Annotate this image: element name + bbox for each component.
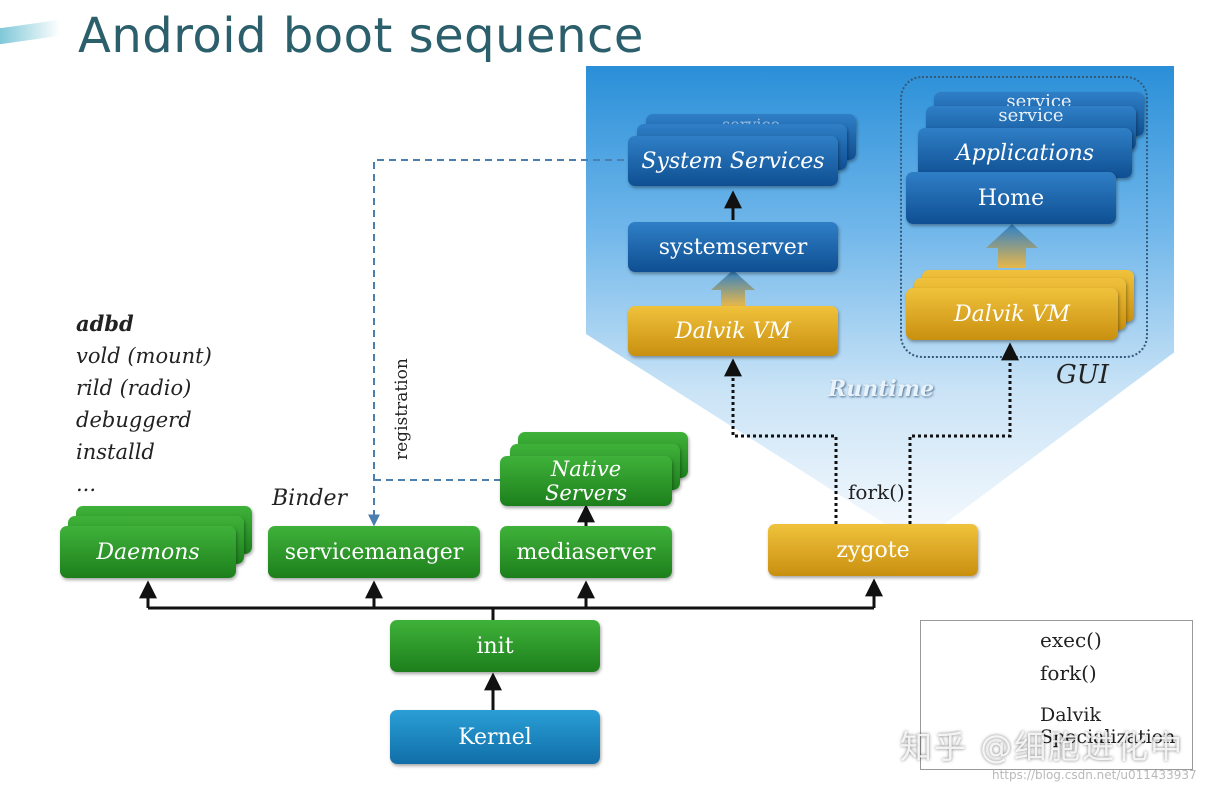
legend-dalvik-label: Dalvik Specialization [1040,704,1175,748]
fork-label: fork() [848,480,905,504]
home-box: Home [906,172,1116,224]
dalvik-vm-left-box: Dalvik VM [628,306,838,356]
legend-exec-label: exec() [1040,628,1102,652]
csdn-url: https://blog.csdn.net/u011433937 [992,768,1197,782]
daemon-item: rild (radio) [76,376,192,400]
zhihu-watermark: 知乎 @细胞进化中 [900,728,1185,766]
daemon-item: vold (mount) [76,344,212,368]
specialization-arrow-left [711,270,755,306]
daemon-item: adbd [76,311,134,336]
registration-label: registration [392,358,412,460]
page-title: Android boot sequence [78,8,644,64]
zygote-box: zygote [768,524,978,576]
registration-line [368,159,624,527]
legend-fork-label: fork() [1040,661,1097,685]
daemon-item: ... [76,472,97,496]
fork-arrow-right [908,342,1019,524]
legend-dalvik-line1: Dalvik [1040,704,1101,726]
kernel-box: Kernel [390,710,600,764]
gui-group [900,76,1148,358]
native-servers-box: Native Servers [500,456,672,506]
runtime-label: Runtime [828,376,935,402]
fork-arrow-left [724,358,838,524]
specialization-arrow-right [986,224,1038,268]
systemserver-box: systemserver [628,222,838,272]
daemon-item: installd [76,440,155,464]
native-servers-line1: Native [550,457,622,481]
daemons-box: Daemons [60,526,236,578]
daemon-list: adbd vold (mount) rild (radio) debuggerd… [76,308,212,500]
applications-box: Applications [918,128,1132,178]
legend-dalvik-line2: Specialization [1040,726,1176,748]
native-servers-line2: Servers [545,481,627,505]
init-box: init [390,620,600,672]
service-back-label-2: service [998,104,1064,126]
servicemanager-box: servicemanager [268,526,480,578]
dalvik-vm-right-box: Dalvik VM [906,288,1118,340]
daemon-item: debuggerd [76,408,192,432]
gui-label: GUI [1056,360,1109,390]
mediaserver-box: mediaserver [500,526,672,578]
system-services-box: System Services [628,136,838,186]
legend [920,620,1193,770]
binder-label: Binder [272,486,347,511]
